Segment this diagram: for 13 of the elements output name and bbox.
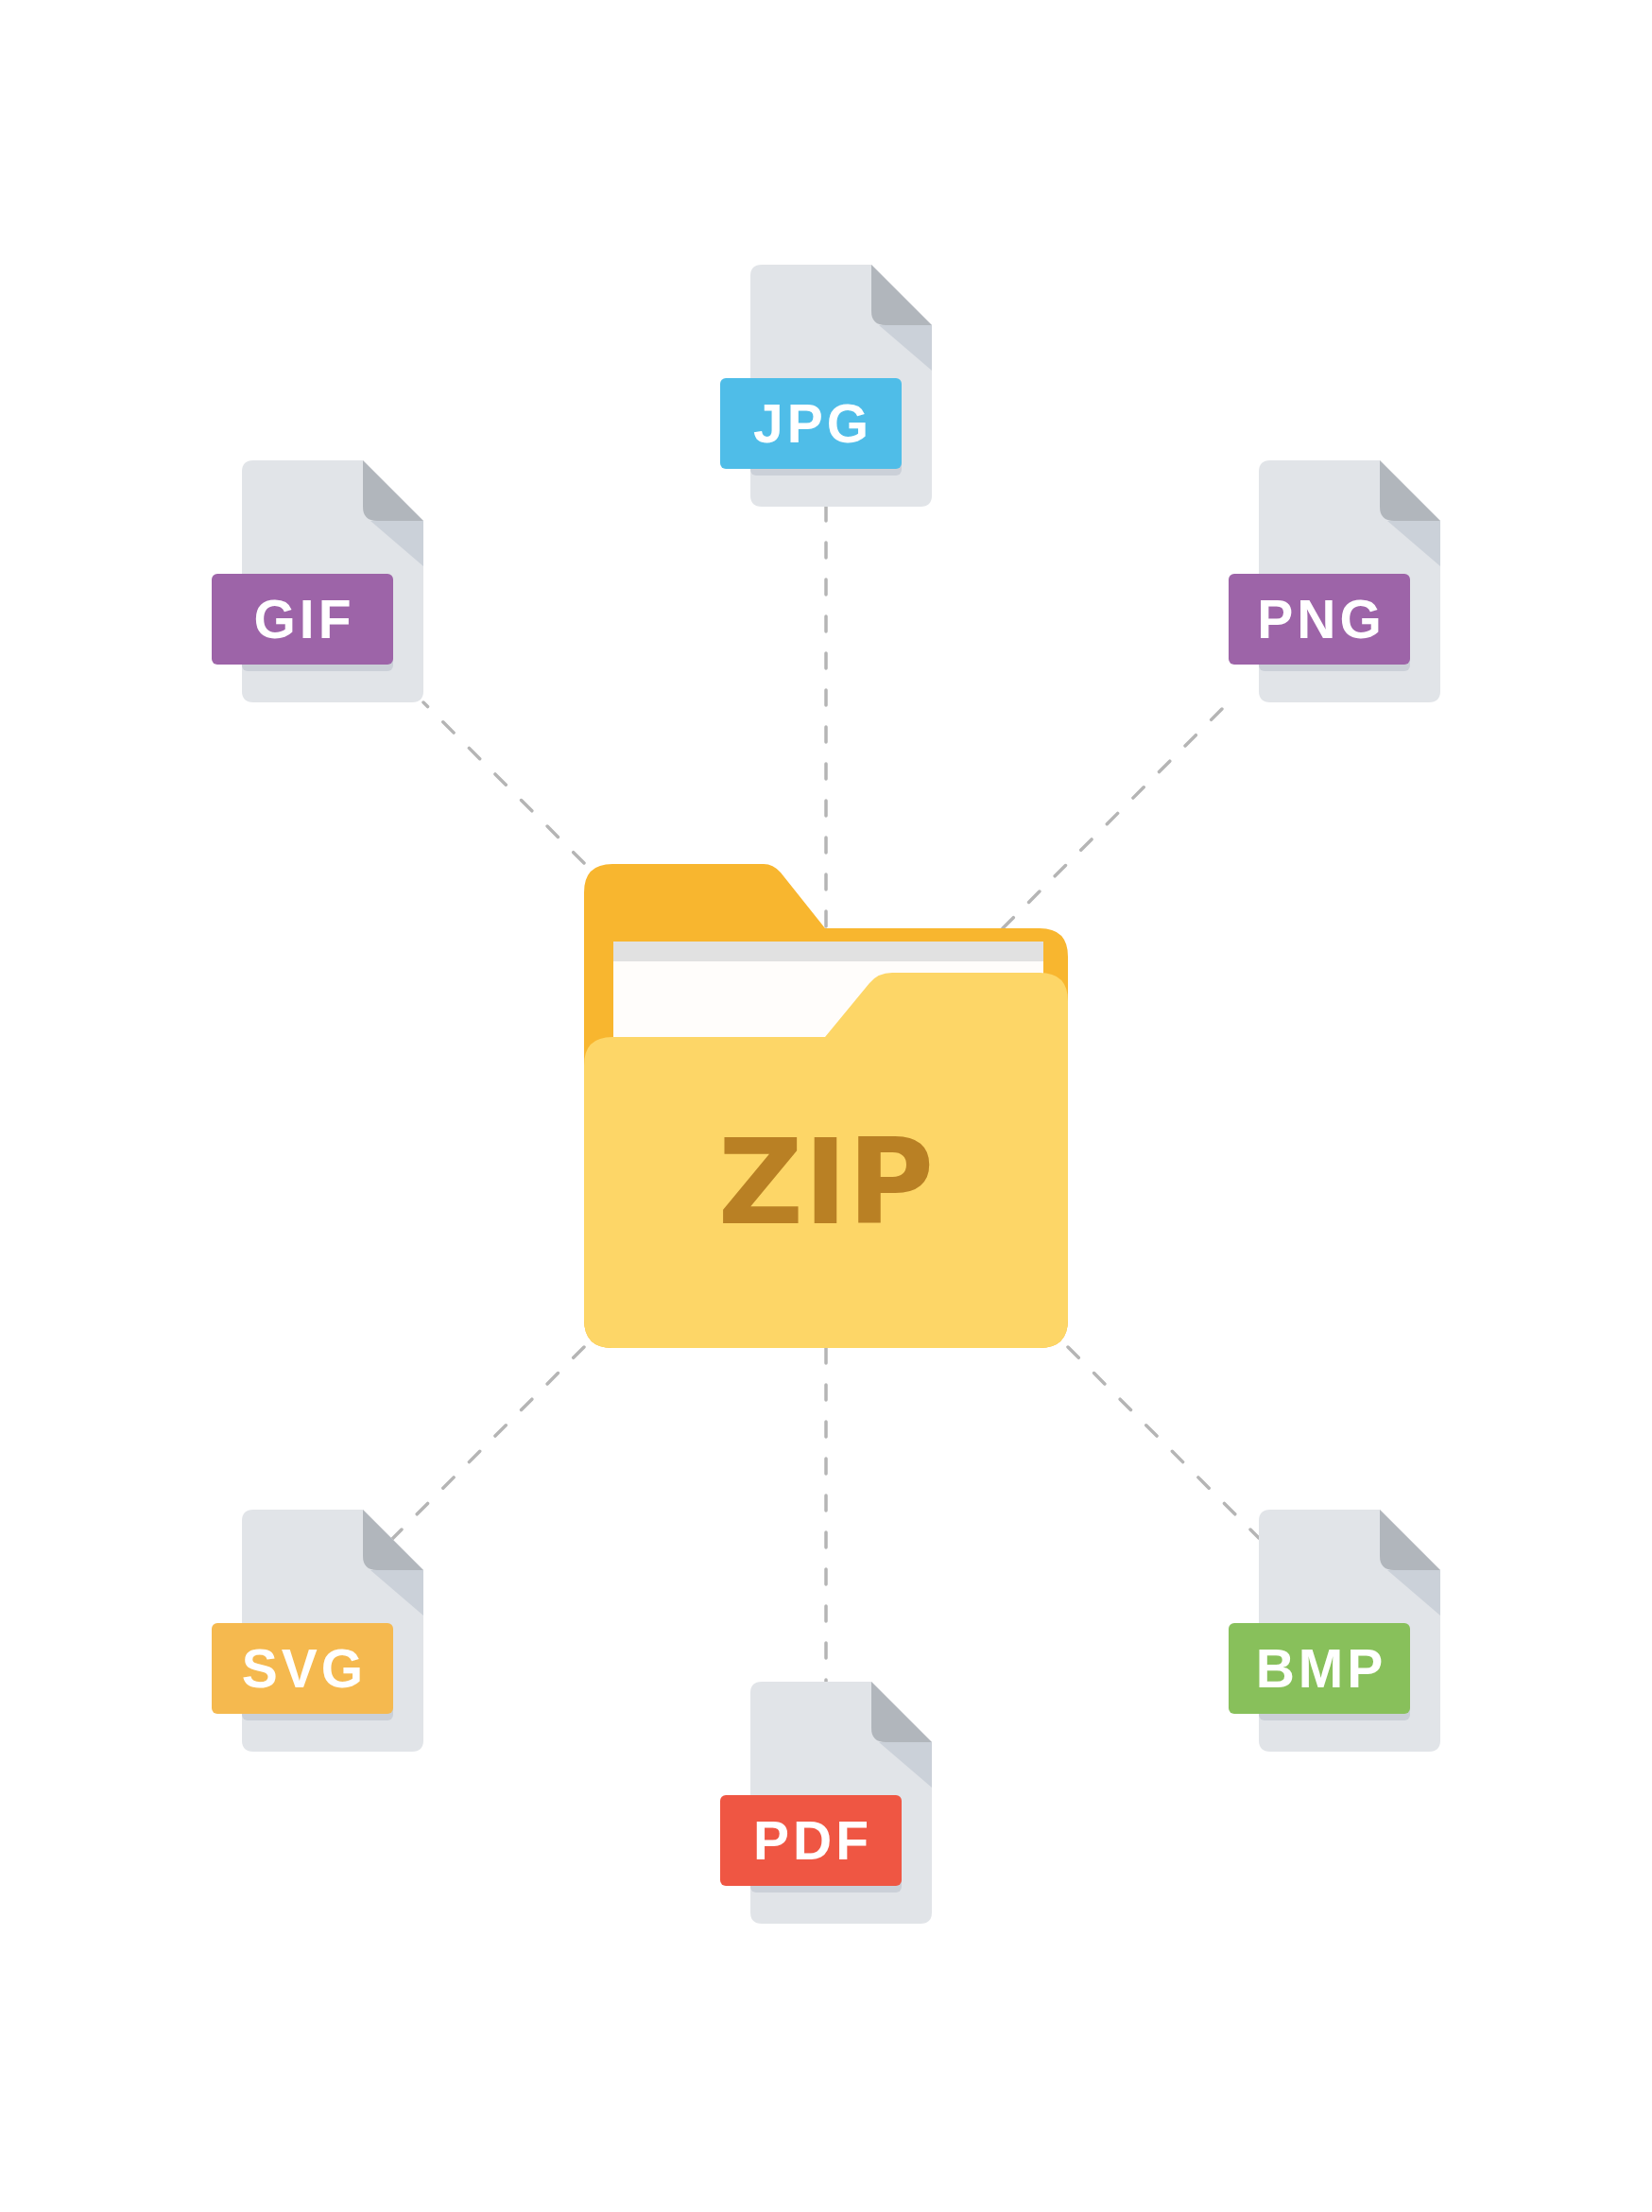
file-type-tag: JPG <box>720 378 902 469</box>
dashed-connector <box>824 1346 828 1684</box>
dashed-connector <box>824 505 828 928</box>
dashed-connector <box>422 700 586 865</box>
folder-label: ZIP <box>717 1123 935 1241</box>
dashed-connector <box>1066 1345 1261 1540</box>
file-type-tag: PNG <box>1229 574 1410 665</box>
file-type-tag: GIF <box>212 574 393 665</box>
file-type-tag: PDF <box>720 1795 902 1886</box>
folder <box>584 862 1068 1348</box>
file-type-tag: SVG <box>212 1623 393 1714</box>
file-type-tag: BMP <box>1229 1623 1410 1714</box>
dashed-connector <box>390 1345 586 1541</box>
